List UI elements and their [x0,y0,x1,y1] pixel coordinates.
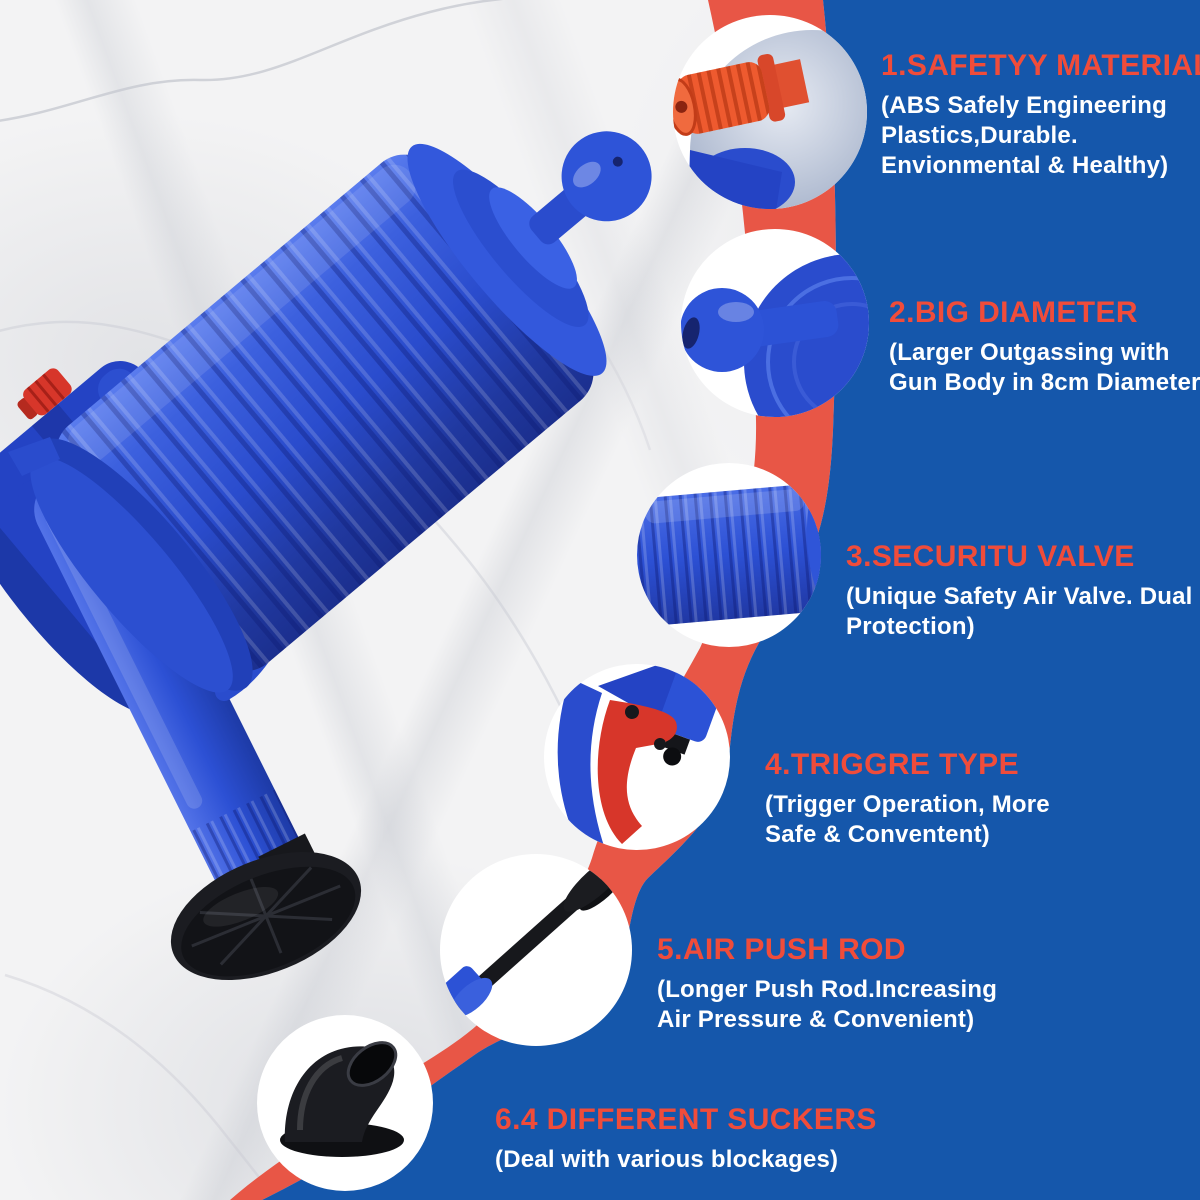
callout-3-title: 3.SECURITU VALVE [846,540,1135,573]
callout-circle-4 [544,664,730,850]
main-product-air-blaster-gun [0,131,652,981]
plunger-cup [170,833,362,981]
callout-5-title: 5.AIR PUSH ROD [657,933,906,966]
callout-4-title: 4.TRIGGRE TYPE [765,748,1019,781]
callout-2-title: 2.BIG DIAMETER [889,296,1138,329]
callout-5-description: (Longer Push Rod.Increasing Air Pressure… [657,975,998,1033]
gun-barrel [30,131,652,693]
callout-1-description: (ABS Safely Engineering Plastics,Durable… [881,91,1169,179]
callout-1-title: 1.SAFETYY MATERIAL [881,49,1200,82]
callout-4-description: (Trigger Operation, More Safe & Convente… [765,790,1050,848]
callout-3-security-valve: 3.SECURITU VALVE (Unique Safety Air Valv… [846,541,1193,642]
callout-6-different-suckers: 6.4 DIFFERENT SUCKERS (Deal with various… [495,1104,877,1175]
callout-2-description: (Larger Outgassing with Gun Body in 8cm … [889,338,1200,396]
callout-3-description: (Unique Safety Air Valve. Dual Protectio… [846,582,1193,640]
callout-5-air-push-rod: 5.AIR PUSH ROD (Longer Push Rod.Increasi… [657,934,997,1035]
safety-valve-knob [17,368,72,420]
blue-panel [262,0,1200,1200]
callout-circle-1 [673,15,867,209]
callout-2-big-diameter: 2.BIG DIAMETER (Larger Outgassing with G… [889,297,1200,398]
callout-6-title: 6.4 DIFFERENT SUCKERS [495,1103,877,1136]
callout-circle-6 [257,1015,433,1191]
callout-4-trigger-type: 4.TRIGGRE TYPE (Trigger Operation, More … [765,749,1050,850]
callout-6-description: (Deal with various blockages) [495,1145,839,1173]
callout-1-safety-material: 1.SAFETYY MATERIAL (ABS Safely Engineeri… [881,50,1200,181]
hanging-hook [8,437,60,476]
black-sucker-elbow-photo [280,1041,404,1157]
